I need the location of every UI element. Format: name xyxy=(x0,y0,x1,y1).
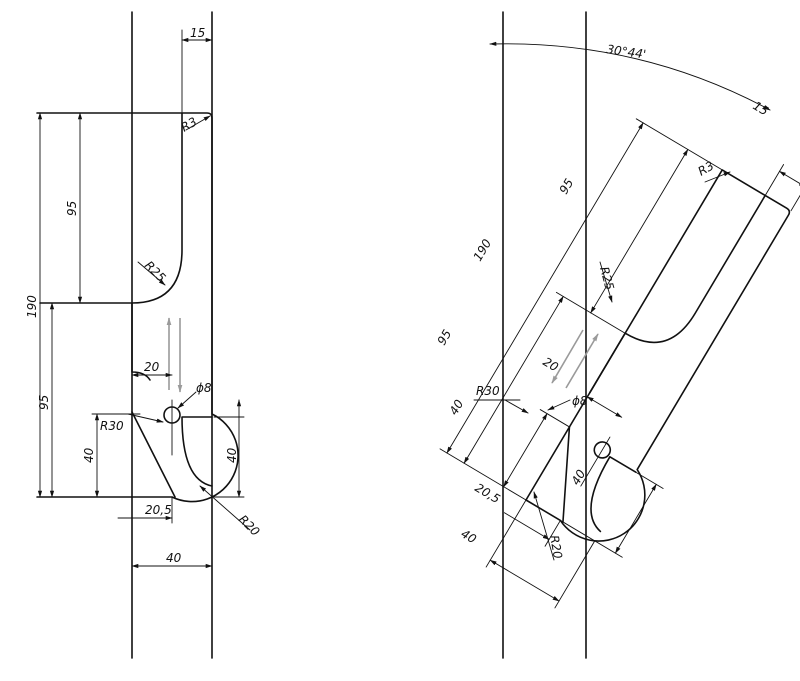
right-dim-95-lower: 95 xyxy=(435,327,455,347)
left-lower-pocket xyxy=(181,416,213,487)
right-dim-20-5: 20,5 xyxy=(472,481,502,507)
right-slot-outline xyxy=(562,194,767,523)
right-dim-line-95-lower xyxy=(463,295,564,464)
right-dim-phi8: ϕ8 xyxy=(572,394,588,408)
left-dim-20-5: 20,5 xyxy=(145,503,172,517)
right-guide-arrow-1 xyxy=(565,333,599,389)
right-dim-line-20 xyxy=(586,396,623,418)
left-dim-r25: R25 xyxy=(142,258,169,285)
right-dim-line-40-left xyxy=(503,413,548,488)
left-view: 15 R3 190 95 95 R25 20 ϕ8 R30 40 40 xyxy=(25,11,263,659)
right-dim-line-15 xyxy=(778,170,800,188)
left-dim-40-left: 40 xyxy=(82,447,96,463)
right-dim-line-40-right xyxy=(614,483,657,554)
right-dim-20: 20 xyxy=(540,355,561,375)
right-dim-r30: R30 xyxy=(476,384,500,398)
right-dim-190: 190 xyxy=(471,236,495,263)
left-dim-40-right: 40 xyxy=(225,447,239,463)
right-dim-40-right: 40 xyxy=(569,467,589,488)
right-dim-15: 15 xyxy=(750,99,770,119)
right-dim-95-upper: 95 xyxy=(557,176,577,196)
left-dim-20: 20 xyxy=(144,360,160,374)
left-dim-40-base: 40 xyxy=(166,551,182,565)
right-dim-r20: R20 xyxy=(547,534,565,560)
left-dim-95-upper: 95 xyxy=(65,201,79,216)
left-slot-outline xyxy=(39,112,183,498)
left-dim-phi8: ϕ8 xyxy=(196,381,212,395)
left-dim-r20: R20 xyxy=(236,512,263,539)
right-angle-arc xyxy=(489,41,771,111)
left-dim-r30: R30 xyxy=(100,419,124,433)
left-dim-190: 190 xyxy=(25,295,39,318)
left-dim-15: 15 xyxy=(190,26,205,40)
right-dim-r3: R3 xyxy=(696,158,717,178)
right-dim-line-40-base xyxy=(489,559,560,602)
right-lower-pocket xyxy=(590,455,637,533)
right-dim-40-base: 40 xyxy=(458,527,479,547)
right-view: 30°44' xyxy=(435,11,800,659)
right-dim-40-left: 40 xyxy=(447,397,467,418)
right-dim-angle: 30°44' xyxy=(606,42,647,61)
left-part-outline xyxy=(36,112,239,503)
right-dim-line-20-5 xyxy=(503,512,550,540)
right-guide-arrow-2 xyxy=(551,329,584,384)
right-dim-r25: R25 xyxy=(597,265,617,291)
left-dim-95-lower: 95 xyxy=(37,395,51,410)
left-dim-r3: R3 xyxy=(179,114,200,134)
